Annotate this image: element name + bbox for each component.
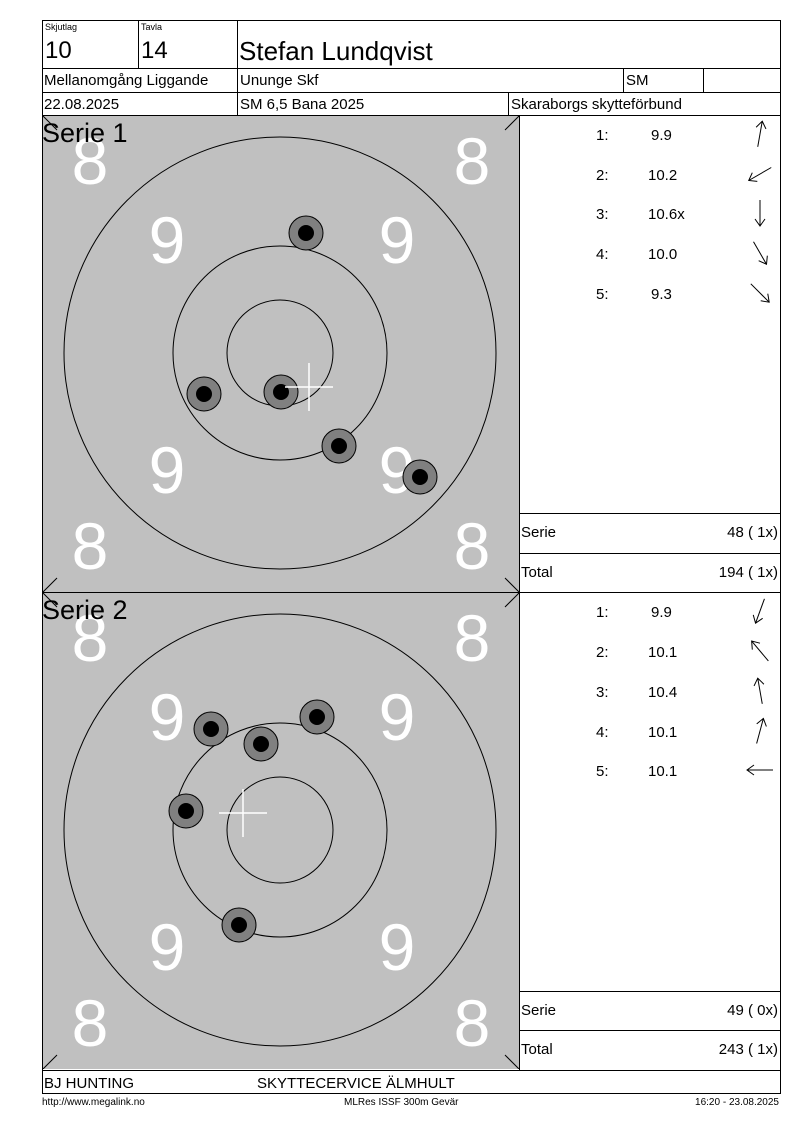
- shot-direction-arrow-icon: [755, 120, 767, 147]
- shot-direction-arrow-icon: [747, 167, 772, 182]
- serie-score: 48 ( 1x): [727, 524, 778, 541]
- corner-mark: [504, 1054, 519, 1069]
- shot-direction-arrow-icon: [751, 640, 769, 662]
- shot-hole: [203, 721, 219, 737]
- corner-mark: [43, 577, 58, 592]
- competition-code: SM: [626, 72, 649, 89]
- corner-mark: [43, 116, 58, 131]
- shot-hole: [331, 438, 347, 454]
- shot-value: 10.1: [648, 724, 678, 741]
- ring-label: 9: [379, 910, 416, 984]
- shot-direction-arrow-icon: [752, 598, 765, 625]
- ring-label: 8: [454, 986, 491, 1060]
- ring-label: 9: [149, 910, 186, 984]
- ring-10: [226, 776, 334, 884]
- shot-number: 5:: [596, 763, 609, 780]
- competition-date: 22.08.2025: [44, 96, 120, 113]
- ring-label: 8: [72, 601, 109, 675]
- footer-timestamp: 16:20 - 23.08.2025: [695, 1097, 779, 1108]
- ring-label: 8: [72, 124, 109, 198]
- shot-hole: [309, 709, 325, 725]
- total-label: Total: [521, 564, 553, 581]
- shot-direction-arrow-icon: [754, 200, 766, 227]
- ring-label: 9: [379, 680, 416, 754]
- shot-value: 10.0: [648, 246, 678, 263]
- shot-number: 1:: [596, 127, 609, 144]
- sponsor-center: SKYTTECERVICE ÄLMHULT: [257, 1075, 455, 1092]
- shot-hole: [178, 803, 194, 819]
- total-score: 243 ( 1x): [718, 1041, 778, 1058]
- federation-name: Skaraborgs skytteförbund: [511, 96, 682, 113]
- total-score: 194 ( 1x): [718, 564, 778, 581]
- ring-8: [63, 613, 497, 1047]
- ring-label: 9: [149, 433, 186, 507]
- ring-label: 8: [454, 124, 491, 198]
- club-name: Ununge Skf: [240, 72, 319, 89]
- shot-hole: [273, 384, 289, 400]
- serie-label: Serie: [521, 1002, 557, 1019]
- shot-value: 10.1: [648, 763, 678, 780]
- corner-mark: [43, 1054, 58, 1069]
- shot-direction-arrow-icon: [753, 241, 768, 266]
- shot-value: 9.3: [651, 286, 672, 303]
- shot-number: 2:: [596, 644, 609, 661]
- shooter-name: Stefan Lundqvist: [239, 36, 433, 66]
- footer-url[interactable]: http://www.megalink.no: [42, 1097, 145, 1108]
- shot-number: 4:: [596, 246, 609, 263]
- shot-number: 2:: [596, 167, 609, 184]
- ring-8: [63, 136, 497, 570]
- shot-hole: [298, 225, 314, 241]
- shot-hole: [196, 386, 212, 402]
- shot-value: 9.9: [651, 604, 672, 621]
- shot-direction-arrow-icon: [746, 764, 773, 776]
- corner-mark: [43, 593, 58, 608]
- ring-label: 9: [149, 680, 186, 754]
- board-value: 14: [141, 37, 168, 64]
- ring-label: 9: [379, 203, 416, 277]
- shot-direction-arrow-icon: [753, 677, 765, 704]
- series-title-1: Serie 1: [42, 118, 128, 148]
- corner-mark: [504, 116, 519, 131]
- shot-value: 10.2: [648, 167, 678, 184]
- shot-number: 5:: [596, 286, 609, 303]
- corner-mark: [504, 577, 519, 592]
- shot-number: 4:: [596, 724, 609, 741]
- ring-label: 8: [454, 601, 491, 675]
- shot-group-value: 10: [45, 37, 72, 64]
- shot-value: 10.4: [648, 684, 678, 701]
- shot-direction-arrow-icon: [750, 283, 770, 303]
- event-name: SM 6,5 Bana 2025: [240, 96, 365, 113]
- ring-label: 9: [149, 203, 186, 277]
- shot-hole: [231, 917, 247, 933]
- shot-value: 10.1: [648, 644, 678, 661]
- ring-9: [172, 722, 388, 938]
- total-label: Total: [521, 1041, 553, 1058]
- shot-number: 1:: [596, 604, 609, 621]
- class-name: Mellanomgång Liggande: [44, 72, 209, 89]
- footer-software: MLRes ISSF 300m Gevär: [344, 1097, 459, 1108]
- ring-label: 8: [72, 509, 109, 583]
- shot-group-label: Skjutlag: [45, 22, 78, 32]
- board-label: Tavla: [141, 22, 163, 32]
- ring-label: 8: [454, 509, 491, 583]
- shot-number: 3:: [596, 684, 609, 701]
- series-title-2: Serie 2: [42, 595, 128, 625]
- ring-9: [172, 245, 388, 461]
- shot-hole: [253, 736, 269, 752]
- shot-hole: [412, 469, 428, 485]
- shot-value: 9.9: [651, 127, 672, 144]
- ring-label: 8: [72, 986, 109, 1060]
- shot-number: 3:: [596, 206, 609, 223]
- shot-direction-arrow-icon: [756, 717, 767, 744]
- shot-value: 10.6x: [648, 206, 685, 223]
- sponsor-left: BJ HUNTING: [44, 1075, 134, 1092]
- corner-mark: [504, 593, 519, 608]
- serie-label: Serie: [521, 524, 557, 541]
- serie-score: 49 ( 0x): [727, 1002, 778, 1019]
